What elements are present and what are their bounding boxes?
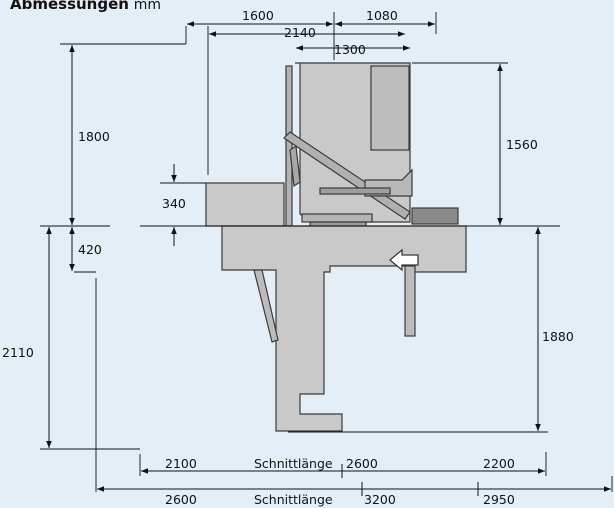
right-leg (404, 265, 416, 337)
dim-label-420: 420 (78, 242, 102, 257)
dim-label-row1-2200: 2200 (483, 456, 515, 471)
dim-label-2110: 2110 (2, 345, 34, 360)
support-strut (253, 269, 279, 343)
dim-label-1800: 1800 (78, 129, 110, 144)
dim-label-row2-3200: 3200 (364, 492, 396, 507)
dim-label-row1-2100: 2100 (165, 456, 197, 471)
dim-label-340: 340 (162, 196, 186, 211)
dimension-lines (46, 21, 611, 496)
extension-lines (40, 12, 613, 492)
loading-table (205, 182, 285, 227)
side-lever (289, 144, 301, 188)
title-main: Abmessungen (10, 0, 129, 13)
dim-label-row2-2600: 2600 (165, 492, 197, 507)
machine-base (221, 225, 467, 432)
lower-guide (319, 187, 391, 195)
back-column (370, 65, 410, 151)
dim-label-1600: 1600 (242, 8, 274, 23)
dim-label-1560: 1560 (506, 137, 538, 152)
feed-direction-arrow-icon (388, 248, 419, 272)
dim-label-1080: 1080 (366, 8, 398, 23)
dim-label-row2-cut-length: Schnittlänge (254, 492, 333, 507)
dim-label-row1-2600: 2600 (346, 456, 378, 471)
cutting-machine-illustration (205, 62, 467, 432)
drawing-title: Abmessungen mm (10, 0, 161, 13)
knife-bar (301, 213, 373, 223)
dim-label-1880: 1880 (542, 329, 574, 344)
dim-label-row2-2950: 2950 (483, 492, 515, 507)
dim-label-2140: 2140 (284, 25, 316, 40)
dim-label-row1-cut-length: Schnittlänge (254, 456, 333, 471)
dim-label-1300: 1300 (334, 42, 366, 57)
title-unit: mm (133, 0, 162, 13)
feeder-box (411, 207, 459, 225)
vertical-rod (285, 65, 293, 227)
